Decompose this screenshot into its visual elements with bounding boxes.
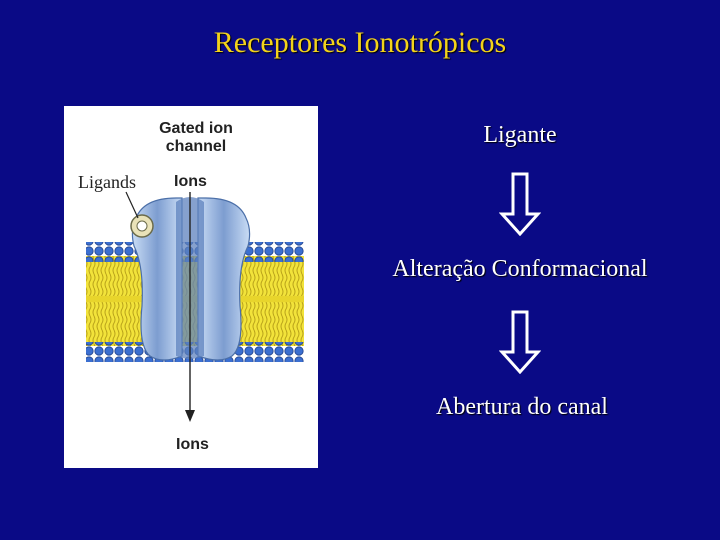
down-outline-arrow-icon	[499, 310, 541, 374]
ligand-molecule	[125, 191, 154, 238]
down-outline-arrow-icon	[499, 172, 541, 236]
ion-channel-illustration	[86, 191, 304, 464]
ligands-label: Ligands	[78, 172, 136, 192]
figure-heading-line2: channel	[165, 138, 227, 155]
step-alteracao-conformacional: Alteração Conformacional	[392, 256, 648, 282]
ions-top-label: Ions	[174, 173, 207, 190]
figure-heading-line1: Gated ion	[159, 120, 233, 137]
figure-heading: Gated ion channel	[126, 120, 266, 156]
ions-bottom-label: Ions	[176, 436, 209, 453]
step-abertura-do-canal: Abertura do canal	[436, 394, 608, 420]
channel-protein	[131, 197, 251, 361]
slide-title: Receptores Ionotrópicos	[213, 26, 507, 59]
step-ligante: Ligante	[483, 122, 557, 148]
ion-channel-figure: Gated ion channel Ligands Ions Ions	[64, 106, 318, 468]
ion-flow-arrow	[185, 192, 195, 422]
